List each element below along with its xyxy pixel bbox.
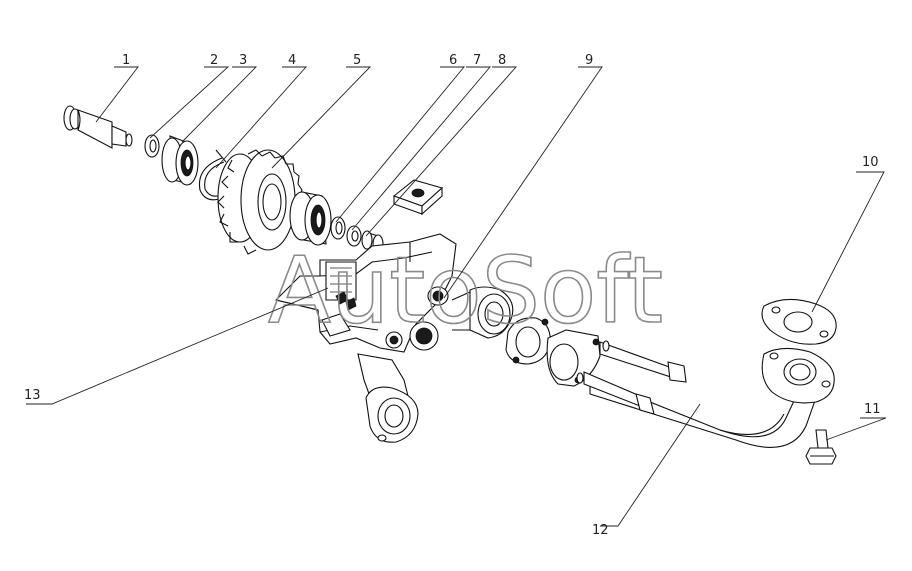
watermark-text: AutoSoft xyxy=(268,237,663,344)
callout-10: 10 xyxy=(862,155,879,170)
callout-6: 6 xyxy=(449,53,457,68)
part-3-bearing xyxy=(161,135,199,186)
leader-lines xyxy=(26,66,887,527)
part-5-gear xyxy=(217,149,303,255)
part-11-bolt xyxy=(805,429,837,465)
part-6-washer xyxy=(330,216,346,240)
part-12-pickup-pipe xyxy=(546,329,835,448)
part-4-snap-ring xyxy=(198,149,227,201)
part-1-shaft-pin xyxy=(63,105,133,149)
part-7-washer xyxy=(346,225,362,247)
callout-7: 7 xyxy=(473,53,481,68)
flange-gasket xyxy=(505,317,551,365)
callout-1: 1 xyxy=(122,53,130,68)
callout-labels: 1 2 3 4 5 6 7 8 9 10 11 12 13 xyxy=(24,53,881,538)
square-block xyxy=(392,179,444,216)
callout-2: 2 xyxy=(210,53,218,68)
callout-12: 12 xyxy=(592,523,609,538)
callout-11: 11 xyxy=(864,402,881,417)
callout-13: 13 xyxy=(24,388,41,403)
part-13-pump-housing xyxy=(274,233,514,443)
callout-9: 9 xyxy=(585,53,593,68)
callout-3: 3 xyxy=(239,53,247,68)
part-5-bearing xyxy=(289,191,332,246)
part-10-gasket xyxy=(761,298,837,345)
callout-4: 4 xyxy=(288,53,296,68)
callout-5: 5 xyxy=(353,53,361,68)
callout-8: 8 xyxy=(498,53,506,68)
part-2-washer xyxy=(144,134,160,158)
